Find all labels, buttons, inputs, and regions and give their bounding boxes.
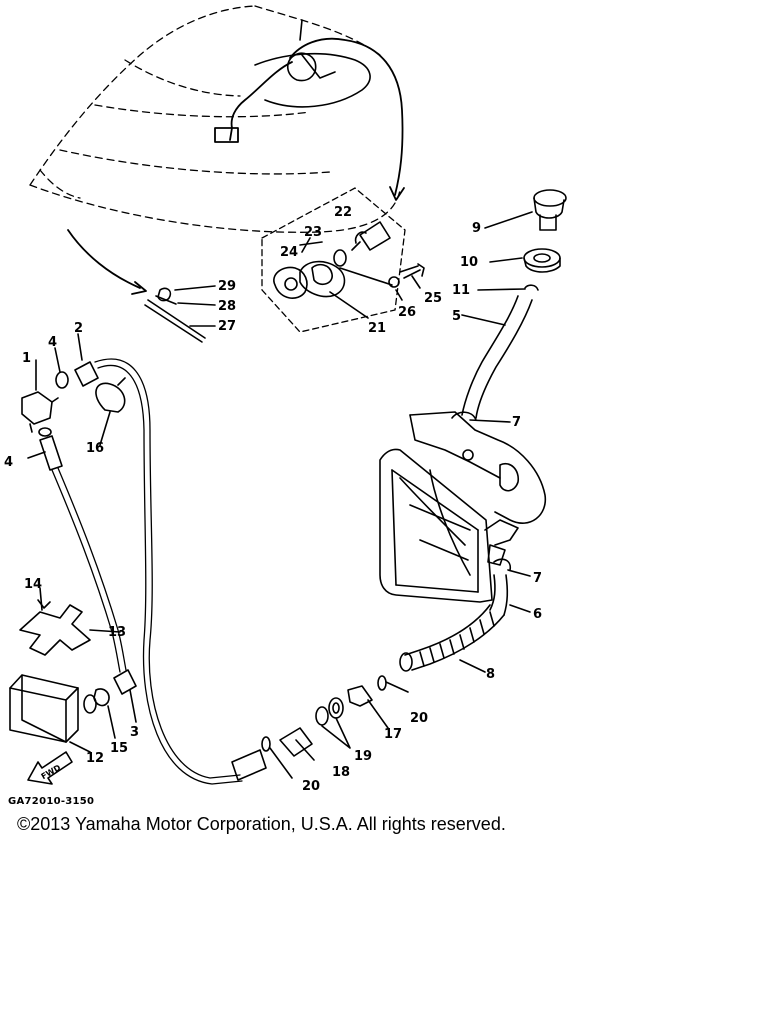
callout-label: 8 — [486, 667, 495, 682]
callout-label: 2 — [74, 321, 83, 336]
hose-end-20 — [231, 749, 267, 781]
hose-6-8 — [399, 574, 531, 673]
callout-label: 14 — [24, 577, 42, 592]
callout-label: 18 — [332, 765, 350, 780]
callout-label: 10 — [460, 255, 478, 270]
callout-label: 7 — [533, 571, 542, 586]
drawing-id: GA72010-3150 — [8, 796, 95, 807]
callout-label: 22 — [334, 205, 352, 220]
callout-label: 4 — [48, 335, 57, 350]
callout-label: 25 — [424, 291, 442, 306]
callout-label: 27 — [218, 319, 236, 334]
fittings-17-18-19-20 — [261, 675, 409, 779]
bracket-13-14 — [19, 587, 121, 656]
callout-label: 29 — [218, 279, 236, 294]
callout-label: 20 — [410, 711, 428, 726]
callout-label: 12 — [86, 751, 104, 766]
callout-label: 21 — [368, 321, 386, 336]
callout-label: 6 — [533, 607, 542, 622]
callout-label: 24 — [280, 245, 298, 260]
inset-box — [261, 187, 406, 333]
clamp-7-lower — [493, 558, 531, 577]
callout-label: 7 — [512, 415, 521, 430]
tank-12 — [9, 669, 137, 753]
callout-label: 19 — [354, 749, 372, 764]
callout-label: 16 — [86, 441, 104, 456]
hose-5 — [461, 295, 533, 419]
hull-wiring — [214, 37, 405, 201]
hose-to-3 — [51, 467, 127, 673]
bracket-pointer-line — [67, 229, 147, 295]
bracket-27-28-29 — [144, 285, 216, 343]
copyright-notice: ©2013 Yamaha Motor Corporation, U.S.A. A… — [17, 814, 506, 834]
callout-label: 20 — [302, 779, 320, 794]
callout-labels: 1 2 3 4 4 5 6 7 7 8 9 10 11 12 13 14 15 … — [4, 205, 542, 794]
long-hose-loop — [94, 358, 243, 785]
callout-label: 26 — [398, 305, 416, 320]
callout-label: 11 — [452, 283, 470, 298]
fwd-arrow — [27, 751, 73, 785]
callout-label: 15 — [110, 741, 128, 756]
pump-housing — [379, 411, 547, 603]
callout-label: 4 — [4, 455, 13, 470]
callout-label: 1 — [22, 351, 31, 366]
fitting-9-10-11 — [477, 189, 567, 291]
clamp-7-upper — [451, 411, 511, 423]
callout-label: 23 — [304, 225, 322, 240]
callout-label: 28 — [218, 299, 236, 314]
callout-label: 17 — [384, 727, 402, 742]
pump-assembly-21-26 — [273, 221, 425, 319]
callout-label: 3 — [130, 725, 139, 740]
upper-left-fittings — [21, 333, 126, 471]
hull-outline — [29, 5, 401, 233]
hull-top-panel — [254, 19, 371, 108]
callout-label: 9 — [472, 221, 481, 236]
fwd-label: FWD — [40, 763, 63, 781]
callout-label: 13 — [108, 625, 126, 640]
callout-label: 5 — [452, 309, 461, 324]
